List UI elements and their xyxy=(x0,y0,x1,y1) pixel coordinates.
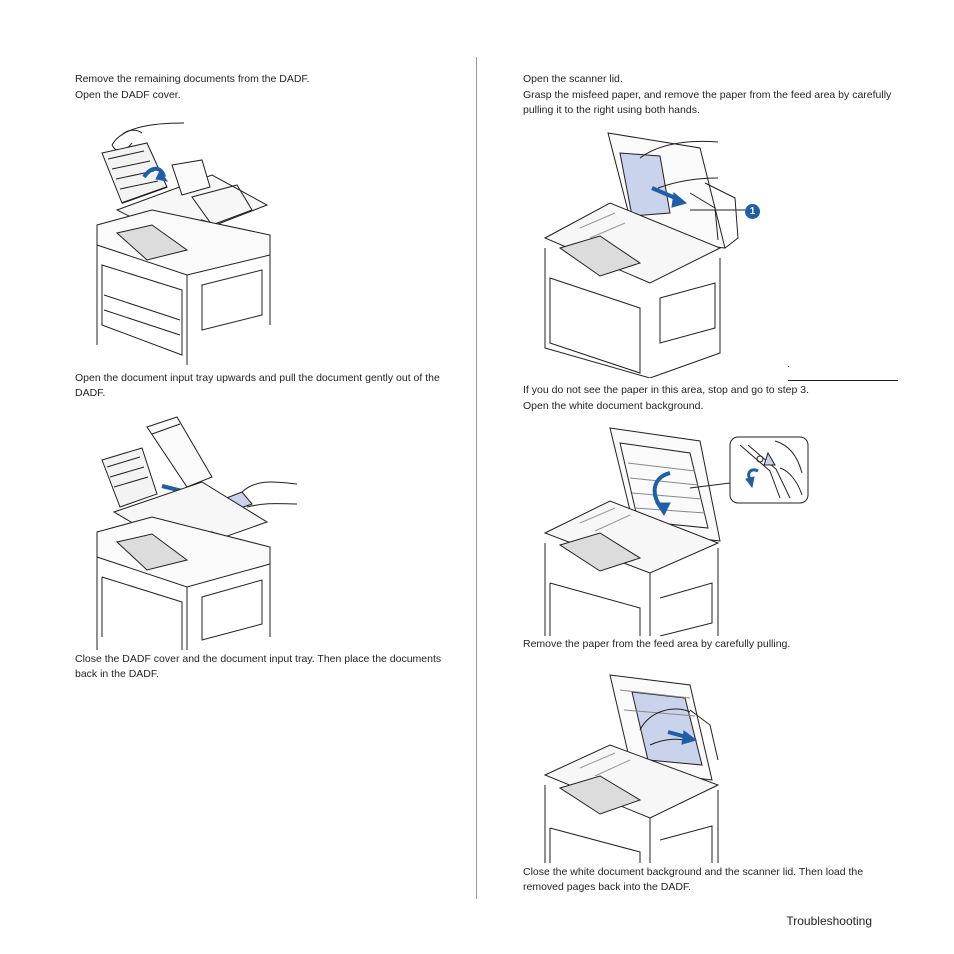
step-remove-from-feed: Remove the paper from the feed area by c… xyxy=(523,638,791,650)
callout-badge: 1 xyxy=(745,204,760,219)
step-open-scanner-lid: Open the scanner lid. xyxy=(523,73,623,85)
step-close-white-background: Close the white document background and … xyxy=(523,866,864,893)
footer-section-title: Troubleshooting xyxy=(786,914,872,928)
figure-white-background-open xyxy=(540,423,815,636)
figure-remove-from-feed xyxy=(540,670,730,863)
figure-dadf-cover-open xyxy=(92,115,282,365)
rule-mark xyxy=(788,366,789,367)
step-close-dadf: Close the DADF cover and the document in… xyxy=(75,653,442,680)
figure-scanner-lid-open xyxy=(540,128,770,378)
column-divider xyxy=(476,57,477,899)
note-rule xyxy=(788,380,898,381)
step-grasp-paper: Grasp the misfeed paper, and remove the … xyxy=(523,89,892,116)
step-remove-documents: Remove the remaining documents from the … xyxy=(75,73,310,85)
step-open-dadf-cover: Open the DADF cover. xyxy=(75,89,181,101)
step-open-white-background: Open the white document background. xyxy=(523,400,704,412)
step-open-input-tray: Open the document input tray upwards and… xyxy=(75,372,440,399)
note-paper-not-visible: If you do not see the paper in this area… xyxy=(523,384,810,396)
figure-input-tray-pull xyxy=(92,412,302,650)
